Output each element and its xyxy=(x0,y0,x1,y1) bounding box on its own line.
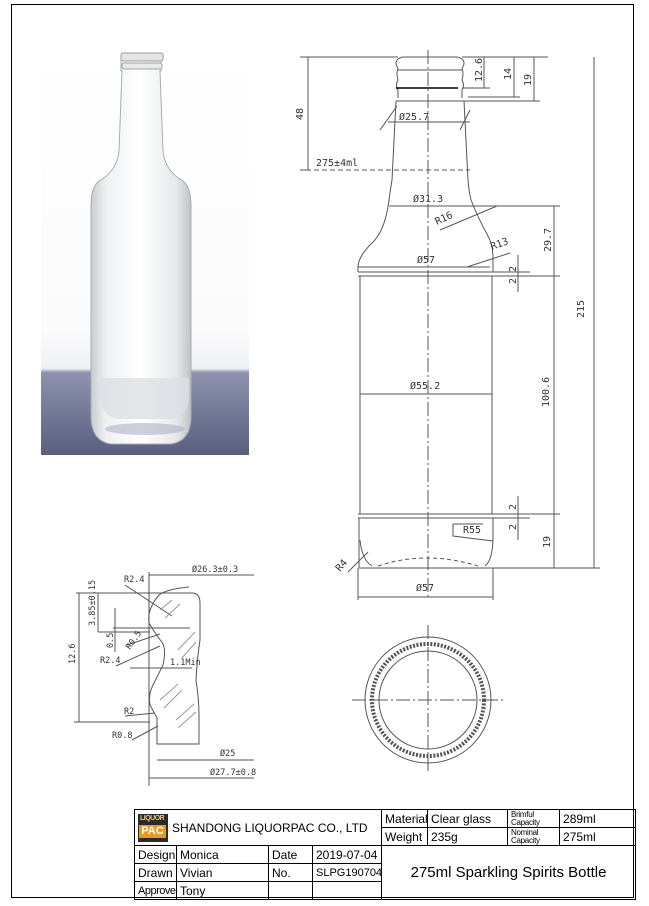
dim-finish-to-ring: 14 xyxy=(503,68,514,80)
dimension-labels: 275±4ml Ø25.7 Ø31.3 R16 R13 Ø57 Ø55.2 R5… xyxy=(316,111,510,594)
company-cell: LIQUOR PAC SHANDONG LIQUORPAC CO., LTD xyxy=(133,809,383,846)
dim-bore-diameter: Ø25 xyxy=(220,748,235,759)
bottle-photo-image xyxy=(90,52,192,445)
dim-lower-radius: R2 xyxy=(124,707,134,717)
dim-ring-diameter: Ø27.7±0.8 xyxy=(210,767,256,778)
dim-shoulder-radius-lower: R13 xyxy=(489,236,510,253)
company-name: SHANDONG LIQUORPAC CO., LTD xyxy=(172,820,368,835)
dim-body-height: 100.6 xyxy=(541,377,552,407)
design-label: Design xyxy=(134,845,177,864)
dim-outer-diameter: Ø26.3±0.3 xyxy=(192,564,238,575)
material-value: Clear glass xyxy=(427,809,509,828)
dim-heel-band-top: 2 xyxy=(508,504,519,510)
dim-fill-level-height: 48 xyxy=(295,108,306,120)
date-label: Date xyxy=(268,845,313,864)
material-label: Material xyxy=(381,809,429,828)
dim-base-diameter: Ø57 xyxy=(416,582,434,594)
dim-shoulder-top-diameter: Ø31.3 xyxy=(413,193,443,205)
empty-cell xyxy=(268,881,313,900)
dim-shoulder-band-top: 2 xyxy=(508,266,519,272)
finish-detail xyxy=(74,572,254,786)
finish-top-view xyxy=(352,625,505,773)
dim-base-radius: R55 xyxy=(463,525,481,536)
number-value: SLPG190704 xyxy=(311,863,383,882)
dim-finish-detail-height: 12.6 xyxy=(68,644,78,664)
dim-body-diameter: Ø55.2 xyxy=(410,380,440,392)
finish-detail-labels: Ø26.3±0.3 R2.4 3.85±0.15 0.5 R0.5 R2.4 1… xyxy=(68,564,256,778)
dim-bottom-radius: R0.8 xyxy=(112,731,132,741)
vertical-dimension-labels: 48 12.6 14 19 29.7 2 2 215 100.6 2 2 19 xyxy=(295,58,587,548)
bottle-outline xyxy=(306,50,494,600)
bottle-photo xyxy=(41,43,249,455)
dim-heel-radius: R4 xyxy=(334,558,350,574)
weight-value: 235g xyxy=(427,827,509,846)
weight-label: Weight xyxy=(381,827,429,846)
dim-min-wall: 1.1Min xyxy=(170,658,201,668)
dim-top-radius: R2.4 xyxy=(124,575,144,585)
design-value: Monica xyxy=(176,845,269,864)
nominal-capacity-value: 275ml xyxy=(559,827,637,846)
dim-finish-height: 12.6 xyxy=(474,58,485,82)
approved-value: Tony xyxy=(176,881,269,900)
product-title: 275ml Sparkling Spirits Bottle xyxy=(381,845,637,900)
dim-shoulder-height: 29.7 xyxy=(543,228,554,252)
dim-shoulder-band-bottom: 2 xyxy=(508,278,519,284)
drawn-label: Drawn xyxy=(134,863,177,882)
empty-cell xyxy=(311,881,383,900)
brimful-capacity-value: 289ml xyxy=(559,809,637,828)
dim-heel-band-bottom: 2 xyxy=(508,524,519,530)
dim-lug-offset: 0.5 xyxy=(106,633,116,648)
title-block: LIQUOR PAC SHANDONG LIQUORPAC CO., LTD M… xyxy=(133,809,637,900)
dimension-lines xyxy=(300,56,600,600)
dim-neck-ring-height: 19 xyxy=(523,74,534,86)
drawn-value: Vivian xyxy=(176,863,269,882)
number-label: No. xyxy=(268,863,313,882)
dim-shoulder-diameter: Ø57 xyxy=(417,254,435,266)
company-logo: LIQUOR PAC xyxy=(138,813,168,842)
dim-lug-radius: R2.4 xyxy=(100,656,120,666)
dim-fill-capacity: 275±4ml xyxy=(316,158,358,169)
dim-total-height: 215 xyxy=(576,300,587,318)
dim-neck-diameter: Ø25.7 xyxy=(399,111,429,123)
approved-label: Approved xyxy=(134,881,177,900)
dim-base-height: 19 xyxy=(542,536,553,548)
date-value: 2019-07-04 xyxy=(311,845,383,864)
dim-height-to-lug: 3.85±0.15 xyxy=(88,580,98,626)
